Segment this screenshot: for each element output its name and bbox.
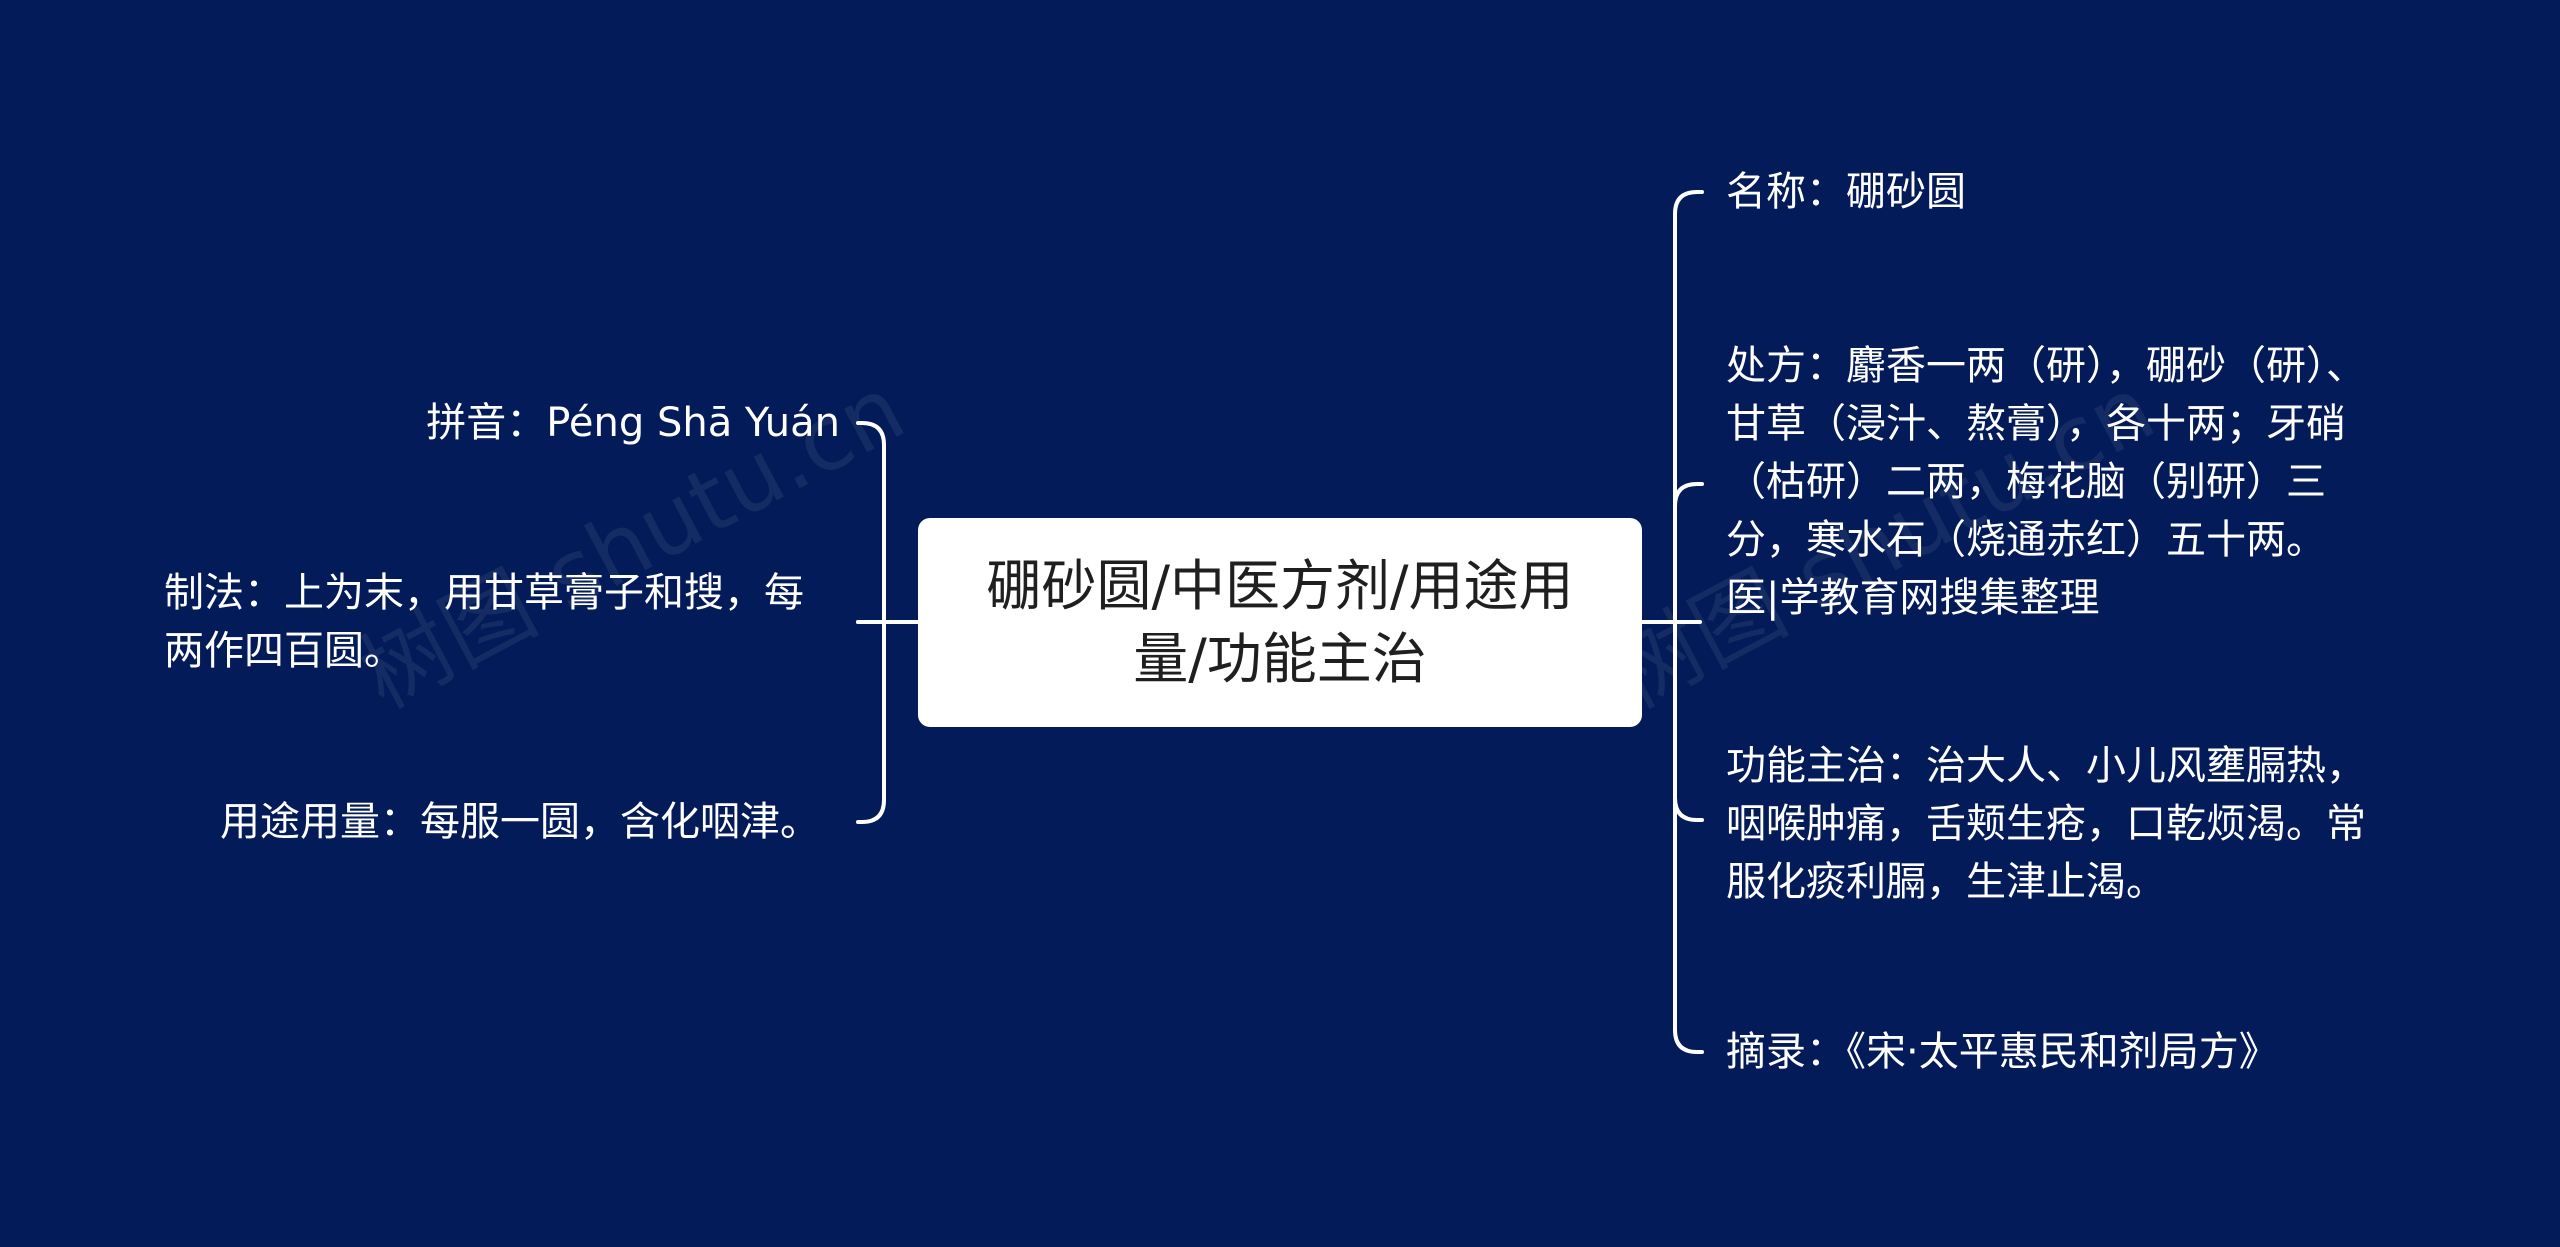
node-prescription-text: 处方：麝香一两（研），硼砂（研）、甘草（浸汁、熬膏），各十两；牙硝（枯研）二两，…: [1726, 343, 2366, 621]
node-preparation[interactable]: 制法：上为末，用甘草膏子和搜，每两作四百圆。: [164, 564, 824, 680]
right-link-source: [1673, 1028, 1704, 1054]
node-usage[interactable]: 用途用量：每服一圆，含化咽津。: [120, 793, 820, 851]
right-link-function: [1673, 796, 1704, 822]
node-pinyin-text: 拼音：Péng Shā Yuán: [426, 400, 840, 446]
node-pinyin[interactable]: 拼音：Péng Shā Yuán: [330, 394, 840, 452]
node-name-text: 名称：硼砂圆: [1726, 169, 1966, 215]
left-link-usage: [856, 798, 886, 824]
node-usage-text: 用途用量：每服一圆，含化咽津。: [220, 799, 820, 845]
node-prescription[interactable]: 处方：麝香一两（研），硼砂（研）、甘草（浸汁、熬膏），各十两；牙硝（枯研）二两，…: [1726, 337, 2376, 627]
node-source-text: 摘录：《宋·太平惠民和剂局方》: [1726, 1029, 2279, 1075]
node-source[interactable]: 摘录：《宋·太平惠民和剂局方》: [1726, 1023, 2376, 1081]
root-node[interactable]: 硼砂圆/中医方剂/用途用量/功能主治: [918, 518, 1642, 727]
left-link-pinyin: [856, 421, 886, 447]
node-function[interactable]: 功能主治：治大人、小儿风壅膈热，咽喉肿痛，舌颊生疮，口乾烦渴。常服化痰利膈，生津…: [1726, 737, 2376, 911]
right-link-name: [1673, 190, 1704, 216]
root-title: 硼砂圆/中医方剂/用途用量/功能主治: [986, 553, 1574, 691]
node-function-text: 功能主治：治大人、小儿风壅膈热，咽喉肿痛，舌颊生疮，口乾烦渴。常服化痰利膈，生津…: [1726, 743, 2366, 905]
node-name[interactable]: 名称：硼砂圆: [1726, 163, 2376, 221]
node-preparation-text: 制法：上为末，用甘草膏子和搜，每两作四百圆。: [164, 570, 804, 674]
right-link-prescription: [1673, 482, 1704, 508]
